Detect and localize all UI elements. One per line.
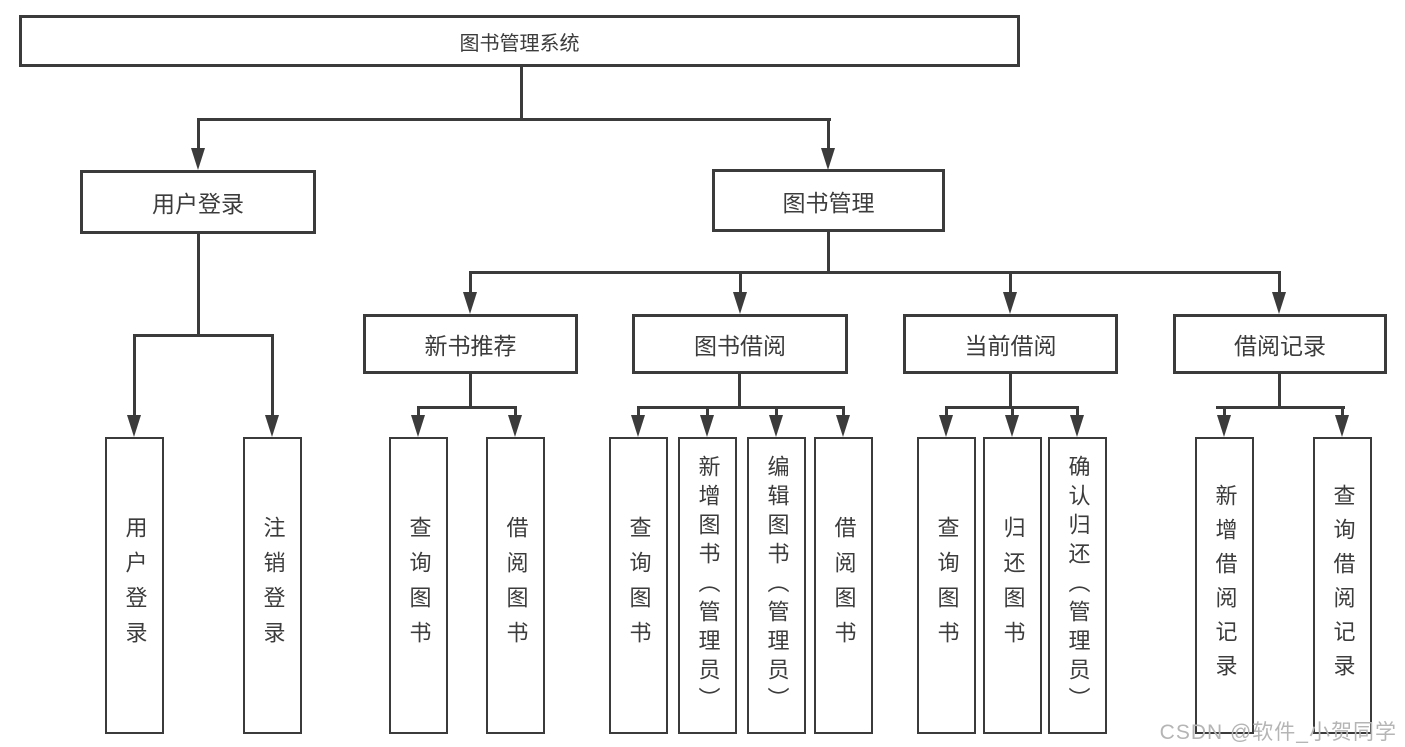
node-user-login: 用户登录 (80, 170, 316, 234)
connector-line (197, 118, 200, 150)
leaf-query-books-recommend: 查询图书 (389, 437, 448, 734)
node-label: 当前借阅 (964, 333, 1057, 359)
arrowhead-down-icon (191, 148, 205, 170)
leaf-label: 新增借阅记录 (1212, 483, 1238, 688)
arrowhead-down-icon (700, 415, 714, 437)
leaf-user-login: 用户登录 (105, 437, 164, 734)
leaf-label: 查询借阅记录 (1330, 483, 1356, 688)
node-label: 借阅记录 (1234, 333, 1326, 359)
connector-line (469, 271, 472, 294)
leaf-label: 编辑图书（管理员） (764, 455, 790, 716)
connector-line (1076, 406, 1079, 417)
arrowhead-down-icon (127, 415, 141, 437)
node-new-book-recommend: 新书推荐 (363, 314, 578, 374)
connector-line (706, 406, 709, 417)
connector-line (417, 406, 420, 417)
node-label: 新书推荐 (424, 333, 517, 359)
node-label: 图书管理系统 (459, 32, 580, 55)
leaf-borrow-books: 借阅图书 (814, 437, 873, 734)
leaf-edit-books-admin: 编辑图书（管理员） (747, 437, 806, 734)
connector-line (945, 406, 948, 417)
node-label: 图书借阅 (694, 333, 786, 359)
leaf-label: 归还图书 (1000, 515, 1026, 656)
connector-line (827, 118, 830, 150)
connector-line (514, 406, 517, 417)
connector-line (133, 334, 136, 417)
connector-line (1009, 374, 1012, 408)
connector-line (775, 406, 778, 417)
connector-line (1278, 271, 1281, 294)
connector-line (637, 406, 845, 409)
arrowhead-down-icon (1070, 415, 1084, 437)
leaf-query-books-current: 查询图书 (917, 437, 976, 734)
node-book-management: 图书管理 (712, 169, 945, 232)
leaf-label: 用户登录 (122, 515, 148, 656)
leaf-add-borrow-record: 新增借阅记录 (1195, 437, 1254, 734)
node-label: 图书管理 (782, 189, 875, 216)
arrowhead-down-icon (1217, 415, 1231, 437)
connector-line (1341, 406, 1344, 417)
leaf-label: 借阅图书 (831, 515, 857, 656)
leaf-confirm-return-admin: 确认归还（管理员） (1048, 437, 1107, 734)
arrowhead-down-icon (769, 415, 783, 437)
connector-line (417, 406, 517, 409)
node-borrow-records: 借阅记录 (1173, 314, 1387, 374)
connector-line (1009, 271, 1012, 294)
connector-line (1216, 406, 1345, 409)
connector-line (197, 234, 200, 336)
connector-line (469, 374, 472, 408)
arrowhead-down-icon (265, 415, 279, 437)
arrowhead-down-icon (411, 415, 425, 437)
connector-line (1223, 406, 1226, 417)
connector-line (827, 232, 830, 273)
leaf-label: 查询图书 (406, 515, 432, 656)
arrowhead-down-icon (1005, 415, 1019, 437)
connector-line (842, 406, 845, 417)
connector-line (133, 334, 274, 337)
connector-line (469, 271, 1281, 274)
leaf-label: 查询图书 (934, 515, 960, 656)
connector-line (637, 406, 640, 417)
leaf-query-books-borrow: 查询图书 (609, 437, 668, 734)
arrowhead-down-icon (939, 415, 953, 437)
leaf-label: 借阅图书 (503, 515, 529, 656)
node-system-root: 图书管理系统 (19, 15, 1020, 67)
node-book-borrow: 图书借阅 (632, 314, 848, 374)
leaf-return-books: 归还图书 (983, 437, 1042, 734)
leaf-label: 查询图书 (626, 515, 652, 656)
connector-line (271, 334, 274, 417)
connector-line (1278, 374, 1281, 408)
arrowhead-down-icon (836, 415, 850, 437)
watermark: CSDN @软件_小贺同学 (1159, 721, 1397, 744)
node-current-borrow: 当前借阅 (903, 314, 1118, 374)
arrowhead-down-icon (631, 415, 645, 437)
connector-line (1011, 406, 1014, 417)
connector-line (197, 118, 831, 121)
connector-line (520, 66, 523, 120)
connector-line (739, 271, 742, 294)
leaf-label: 新增图书（管理员） (695, 455, 721, 716)
arrowhead-down-icon (463, 292, 477, 314)
leaf-label: 注销登录 (260, 515, 286, 656)
arrowhead-down-icon (508, 415, 522, 437)
arrowhead-down-icon (733, 292, 747, 314)
leaf-query-borrow-record: 查询借阅记录 (1313, 437, 1372, 734)
arrowhead-down-icon (1335, 415, 1349, 437)
leaf-borrow-books-recommend: 借阅图书 (486, 437, 545, 734)
arrowhead-down-icon (821, 148, 835, 170)
arrowhead-down-icon (1003, 292, 1017, 314)
arrowhead-down-icon (1272, 292, 1286, 314)
leaf-add-books-admin: 新增图书（管理员） (678, 437, 737, 734)
connector-line (738, 374, 741, 408)
leaf-label: 确认归还（管理员） (1065, 455, 1091, 716)
node-label: 用户登录 (152, 191, 244, 217)
leaf-logout: 注销登录 (243, 437, 302, 734)
